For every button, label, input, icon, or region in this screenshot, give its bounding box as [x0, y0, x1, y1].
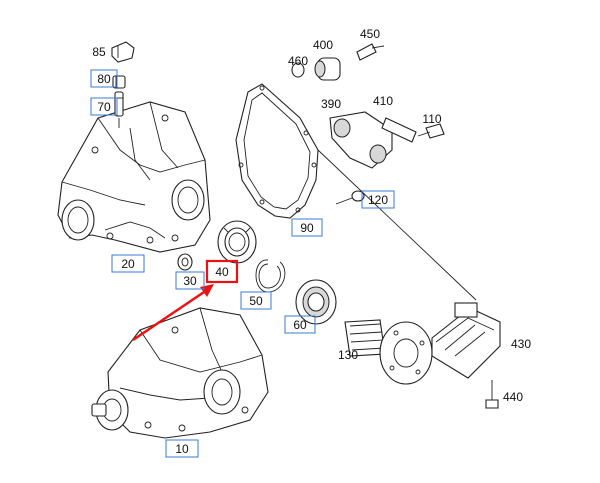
callout-80: 80 — [90, 69, 118, 88]
callout-430: 430 — [511, 337, 531, 351]
callout-label: 80 — [97, 72, 111, 86]
callout-60: 60 — [284, 315, 316, 334]
lower-housing-drawing — [91, 307, 269, 439]
callout-90: 90 — [291, 218, 323, 237]
callout-label: 120 — [368, 193, 388, 207]
callout-120: 120 — [361, 190, 395, 209]
callout-440: 440 — [503, 390, 523, 404]
damper-drawing — [431, 302, 501, 379]
callout-50: 50 — [240, 291, 272, 310]
callout-label: 70 — [97, 100, 111, 114]
callout-10: 10 — [165, 439, 199, 458]
callout-20: 20 — [111, 254, 145, 273]
upper-housing-drawing — [57, 101, 211, 253]
callout-label: 390 — [321, 97, 341, 111]
bracket-drawing — [329, 111, 445, 169]
plug-drawing — [177, 253, 193, 271]
callout-label: 130 — [338, 348, 358, 362]
callout-400: 400 — [313, 38, 333, 52]
callout-label: 400 — [313, 38, 333, 52]
callout-label: 10 — [175, 442, 189, 456]
seal-drawing — [295, 279, 337, 325]
snap-ring-drawing — [255, 259, 286, 293]
callout-label: 460 — [288, 54, 308, 68]
callout-85: 85 — [92, 45, 106, 59]
callout-label: 50 — [249, 294, 263, 308]
bearing-drawing — [217, 220, 257, 264]
callout-label: 30 — [183, 274, 197, 288]
callout-410: 410 — [373, 94, 393, 108]
callout-110: 110 — [422, 112, 441, 126]
callout-label: 20 — [121, 257, 135, 271]
callout-label: 410 — [373, 94, 393, 108]
rubber-mount-drawing — [291, 43, 385, 81]
callout-70: 70 — [90, 97, 118, 116]
flange-drawing — [344, 319, 433, 385]
callout-label: 85 — [92, 45, 106, 59]
bolt-drawing — [335, 190, 365, 205]
leader-line — [317, 149, 477, 301]
callout-390: 390 — [321, 97, 341, 111]
callout-label: 440 — [503, 390, 523, 404]
long-bolt-drawing — [485, 380, 499, 409]
cover-gasket-drawing — [235, 83, 319, 219]
callout-label: 110 — [422, 112, 441, 126]
callout-40: 40 — [205, 259, 239, 284]
callout-label: 60 — [293, 318, 307, 332]
callout-130: 130 — [338, 348, 358, 362]
callout-label: 450 — [360, 27, 380, 41]
callout-label: 40 — [215, 265, 229, 279]
callout-label: 90 — [300, 221, 314, 235]
callout-30: 30 — [175, 271, 205, 290]
callout-450: 450 — [360, 27, 380, 41]
callout-460: 460 — [288, 54, 308, 68]
callout-label: 430 — [511, 337, 531, 351]
